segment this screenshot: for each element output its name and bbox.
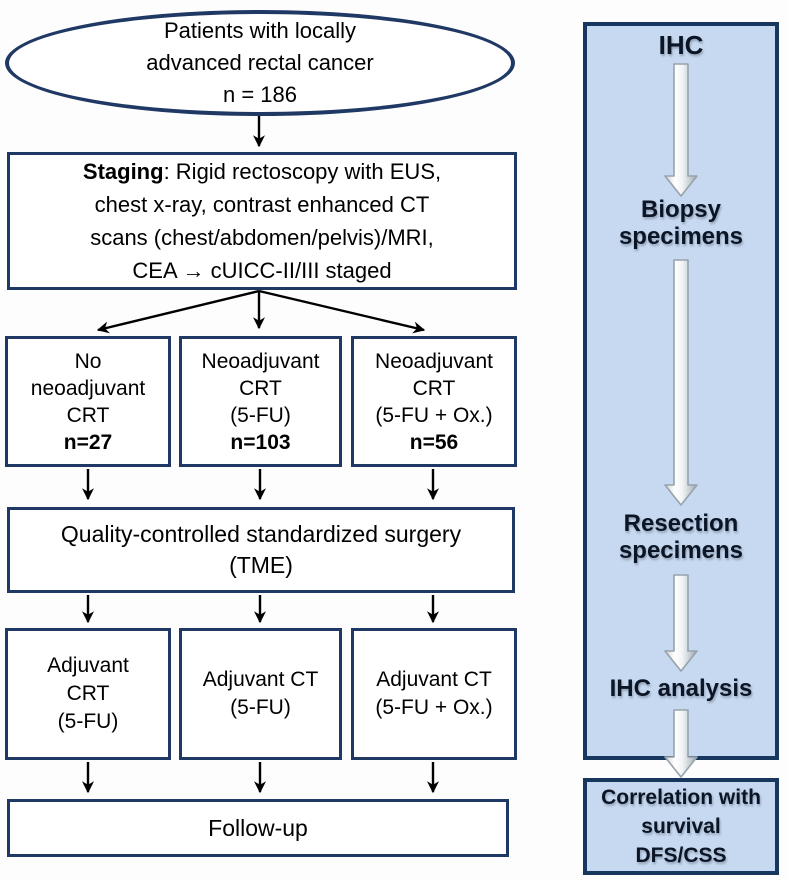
adjuvant-line: (5-FU) (57, 710, 119, 733)
patients-ellipse: Patients with locally advanced rectal ca… (5, 10, 515, 116)
arrow-staging-to-arm1 (96, 289, 260, 334)
arm-box-neoadjuvant-5fu: Neoadjuvant CRT (5-FU) n=103 (179, 336, 342, 467)
arm-line: Neoadjuvant (201, 349, 320, 373)
arm-line: CRT (239, 376, 282, 400)
arm-box-no-neoadjuvant: No neoadjuvant CRT n=27 (5, 336, 171, 467)
adjuvant-line: Adjuvant (47, 654, 129, 677)
outcome-line1: Correlation with (601, 786, 761, 809)
resection-specimens-label: Resection specimens (585, 510, 777, 564)
outcome-line3: DFS/CSS (635, 844, 727, 867)
followup-label: Follow-up (208, 814, 308, 841)
staging-box: Staging: Rigid rectoscopy with EUS, ches… (7, 152, 517, 290)
surgery-box: Quality-controlled standardized surgery … (7, 507, 515, 593)
adjuvant-line: Adjuvant CT (202, 668, 319, 691)
arrow-staging-to-arm3 (258, 289, 426, 334)
correlation-outcome-box: Correlation with survival DFS/CSS (583, 778, 779, 875)
staging-line4: CEA → cUICC-II/III staged (132, 258, 392, 283)
adjuvant-line: (5-FU + Ox.) (375, 696, 493, 719)
staging-line1-rest: : Rigid rectoscopy with EUS, (163, 159, 442, 184)
adjuvant-box-ct-5fu: Adjuvant CT (5-FU) (179, 628, 342, 760)
biopsy-line2: specimens (618, 223, 744, 250)
arm-box-neoadjuvant-5fu-ox: Neoadjuvant CRT (5-FU + Ox.) n=56 (351, 336, 517, 467)
staging-lead: Staging (82, 159, 164, 184)
arm-line: (5-FU) (230, 403, 291, 427)
arm-line: CRT (66, 403, 110, 427)
adjuvant-box-ct-5fu-ox: Adjuvant CT (5-FU + Ox.) (351, 628, 517, 760)
patients-line: advanced rectal cancer (146, 50, 374, 75)
staging-line2: chest x-ray, contrast enhanced CT (94, 192, 430, 217)
resection-line2: specimens (618, 537, 744, 564)
arm-n-count: n=27 (63, 430, 113, 454)
arm-n-count: n=56 (409, 430, 459, 454)
patients-line: n = 186 (222, 82, 297, 107)
followup-box: Follow-up (7, 799, 509, 857)
adjuvant-line: (5-FU) (230, 696, 291, 719)
arm-line: Neoadjuvant (375, 349, 493, 373)
adjuvant-box-crt-5fu: Adjuvant CRT (5-FU) (5, 628, 171, 760)
biopsy-line1: Biopsy (640, 196, 721, 223)
resection-line1: Resection (623, 510, 739, 537)
adjuvant-line: Adjuvant CT (376, 668, 492, 691)
staging-line1: Staging: Rigid rectoscopy with EUS, (83, 155, 441, 188)
arm-line: No (74, 349, 102, 373)
surgery-line2: (TME) (229, 552, 293, 578)
surgery-line1: Quality-controlled standardized surgery (60, 521, 462, 547)
ihc-analysis-label: IHC analysis (609, 675, 753, 702)
staging-line3: scans (chest/abdomen/pelvis)/MRI, (90, 225, 434, 250)
patients-line: Patients with locally (164, 18, 356, 43)
arm-n-count: n=103 (230, 430, 291, 454)
biopsy-specimens-label: Biopsy specimens (585, 196, 777, 250)
adjuvant-line: CRT (66, 682, 110, 705)
arm-line: neoadjuvant (30, 376, 146, 400)
outcome-line2: survival (641, 815, 721, 838)
ihc-panel (583, 22, 779, 760)
arm-line: CRT (412, 376, 456, 400)
arm-line: (5-FU + Ox.) (375, 403, 493, 427)
ihc-step-label: IHC (658, 30, 704, 60)
